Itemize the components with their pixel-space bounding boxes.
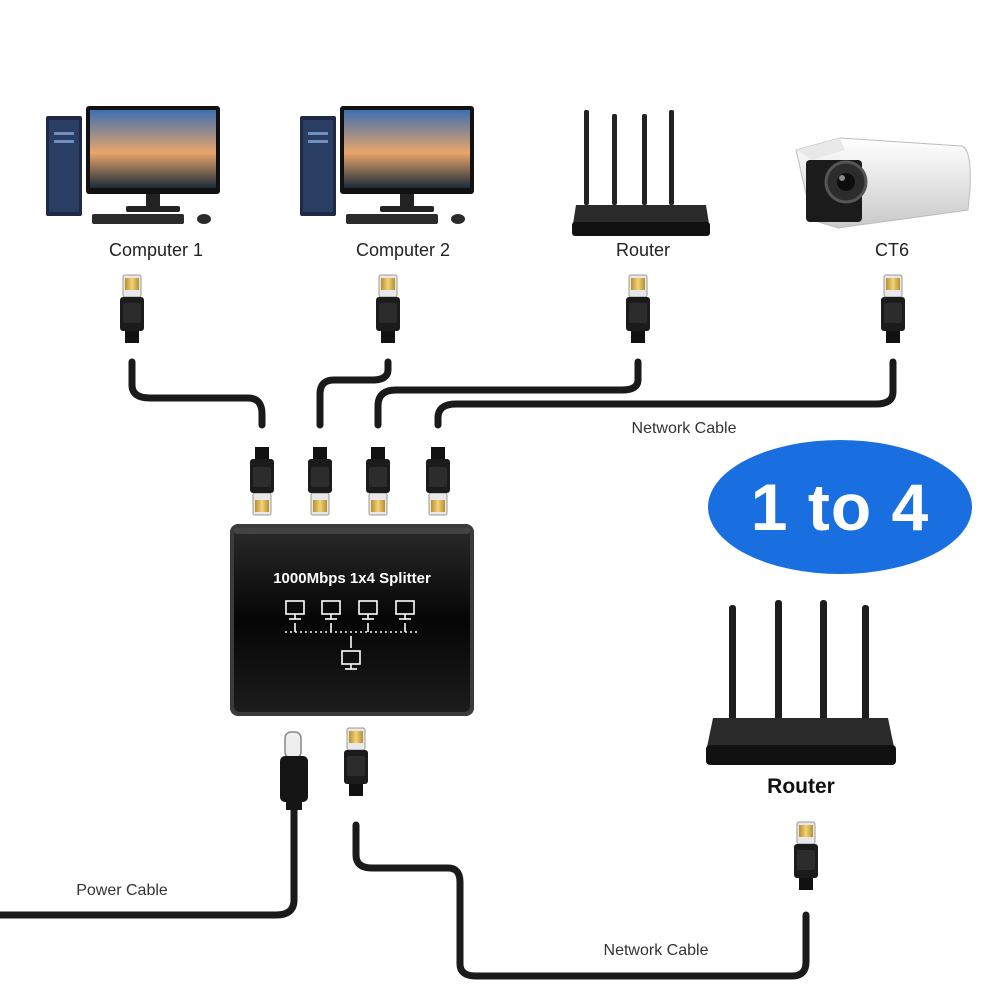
computer-2-icon bbox=[300, 106, 474, 224]
computer-1-icon bbox=[46, 106, 220, 224]
security-camera-icon bbox=[795, 137, 971, 229]
network-cable-bottom-label: Network Cable bbox=[603, 942, 709, 959]
computer-1-label: Computer 1 bbox=[108, 240, 204, 260]
connector-port-1 bbox=[249, 446, 275, 516]
connector-router-bottom bbox=[793, 821, 819, 891]
cable-network-bottom bbox=[352, 821, 810, 980]
connector-router-top bbox=[625, 274, 651, 344]
cable-camera bbox=[434, 358, 897, 429]
connector-computer1-top bbox=[119, 274, 145, 344]
computer-2-label: Computer 2 bbox=[355, 240, 451, 260]
connector-splitter-uplink bbox=[343, 727, 369, 797]
connector-computer2-top bbox=[375, 274, 401, 344]
cable-computer1 bbox=[128, 358, 266, 429]
router-bottom-label: Router bbox=[767, 775, 835, 798]
usb-c-power-plug-icon bbox=[280, 731, 308, 810]
cable-computer2 bbox=[316, 358, 392, 429]
ratio-badge: 1 to 4 bbox=[708, 440, 972, 574]
power-cable-label: Power Cable bbox=[76, 882, 168, 899]
network-cable-top-label: Network Cable bbox=[631, 420, 737, 437]
cable-power bbox=[0, 802, 298, 919]
connector-port-4 bbox=[425, 446, 451, 516]
splitter-box bbox=[230, 524, 474, 716]
ratio-badge-text: 1 to 4 bbox=[750, 470, 930, 544]
connector-port-2 bbox=[307, 446, 333, 516]
connector-camera-top bbox=[880, 274, 906, 344]
router-top-label: Router bbox=[615, 240, 671, 260]
router-bottom-icon bbox=[706, 600, 896, 765]
splitter-port-icons bbox=[285, 600, 418, 670]
camera-label: CT6 bbox=[874, 240, 910, 260]
router-top-icon bbox=[572, 110, 710, 236]
cable-router-top bbox=[374, 358, 642, 429]
connector-port-3 bbox=[365, 446, 391, 516]
splitter-title: 1000Mbps 1x4 Splitter bbox=[273, 570, 431, 587]
